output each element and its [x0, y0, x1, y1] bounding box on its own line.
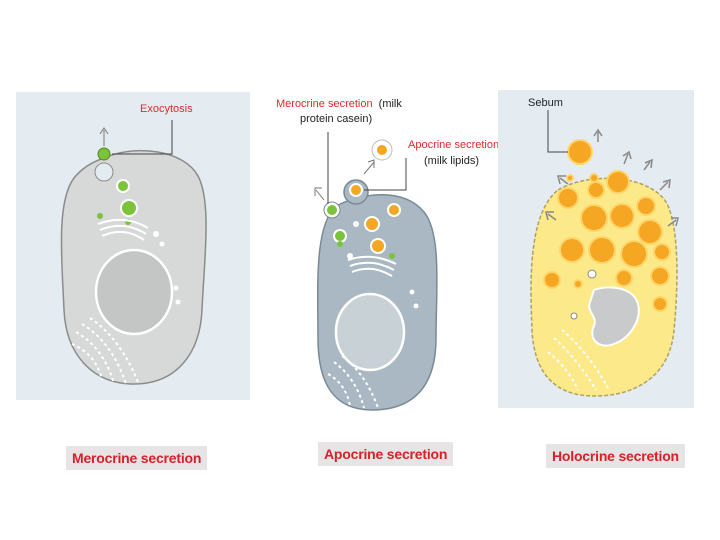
holocrine-panel: Sebum [498, 90, 694, 408]
apocrine-caption: Apocrine secretion [318, 442, 454, 466]
apocrine-secretion-label: Apocrine secretion [408, 139, 499, 151]
apocrine-cell-diagram: Merocrine secretion (milk protein casein… [272, 92, 502, 412]
holocrine-nucleus [588, 286, 640, 347]
merocrine-caption: Merocrine secretion [66, 446, 208, 470]
exocytosis-vesicle [97, 147, 111, 161]
merocrine-secretion-label-line2: protein casein) [300, 113, 372, 125]
merocrine-secretion-label: Merocrine secretion (milk [276, 98, 402, 110]
apocrine-secretion-label-line2: (milk lipids) [424, 155, 479, 167]
sebum-droplets [543, 139, 671, 312]
apocrine-panel: Merocrine secretion (milk protein casein… [272, 92, 502, 412]
exocytosis-label: Exocytosis [140, 103, 193, 115]
holocrine-cell-diagram: Sebum [498, 90, 694, 408]
apocrine-nucleus [334, 292, 406, 372]
merocrine-panel: Exocytosis [16, 92, 250, 400]
merocrine-cell-diagram: Exocytosis [16, 92, 250, 400]
sebum-label: Sebum [528, 97, 563, 109]
merocrine-nucleus [94, 248, 174, 336]
holocrine-caption: Holocrine secretion [546, 444, 685, 468]
